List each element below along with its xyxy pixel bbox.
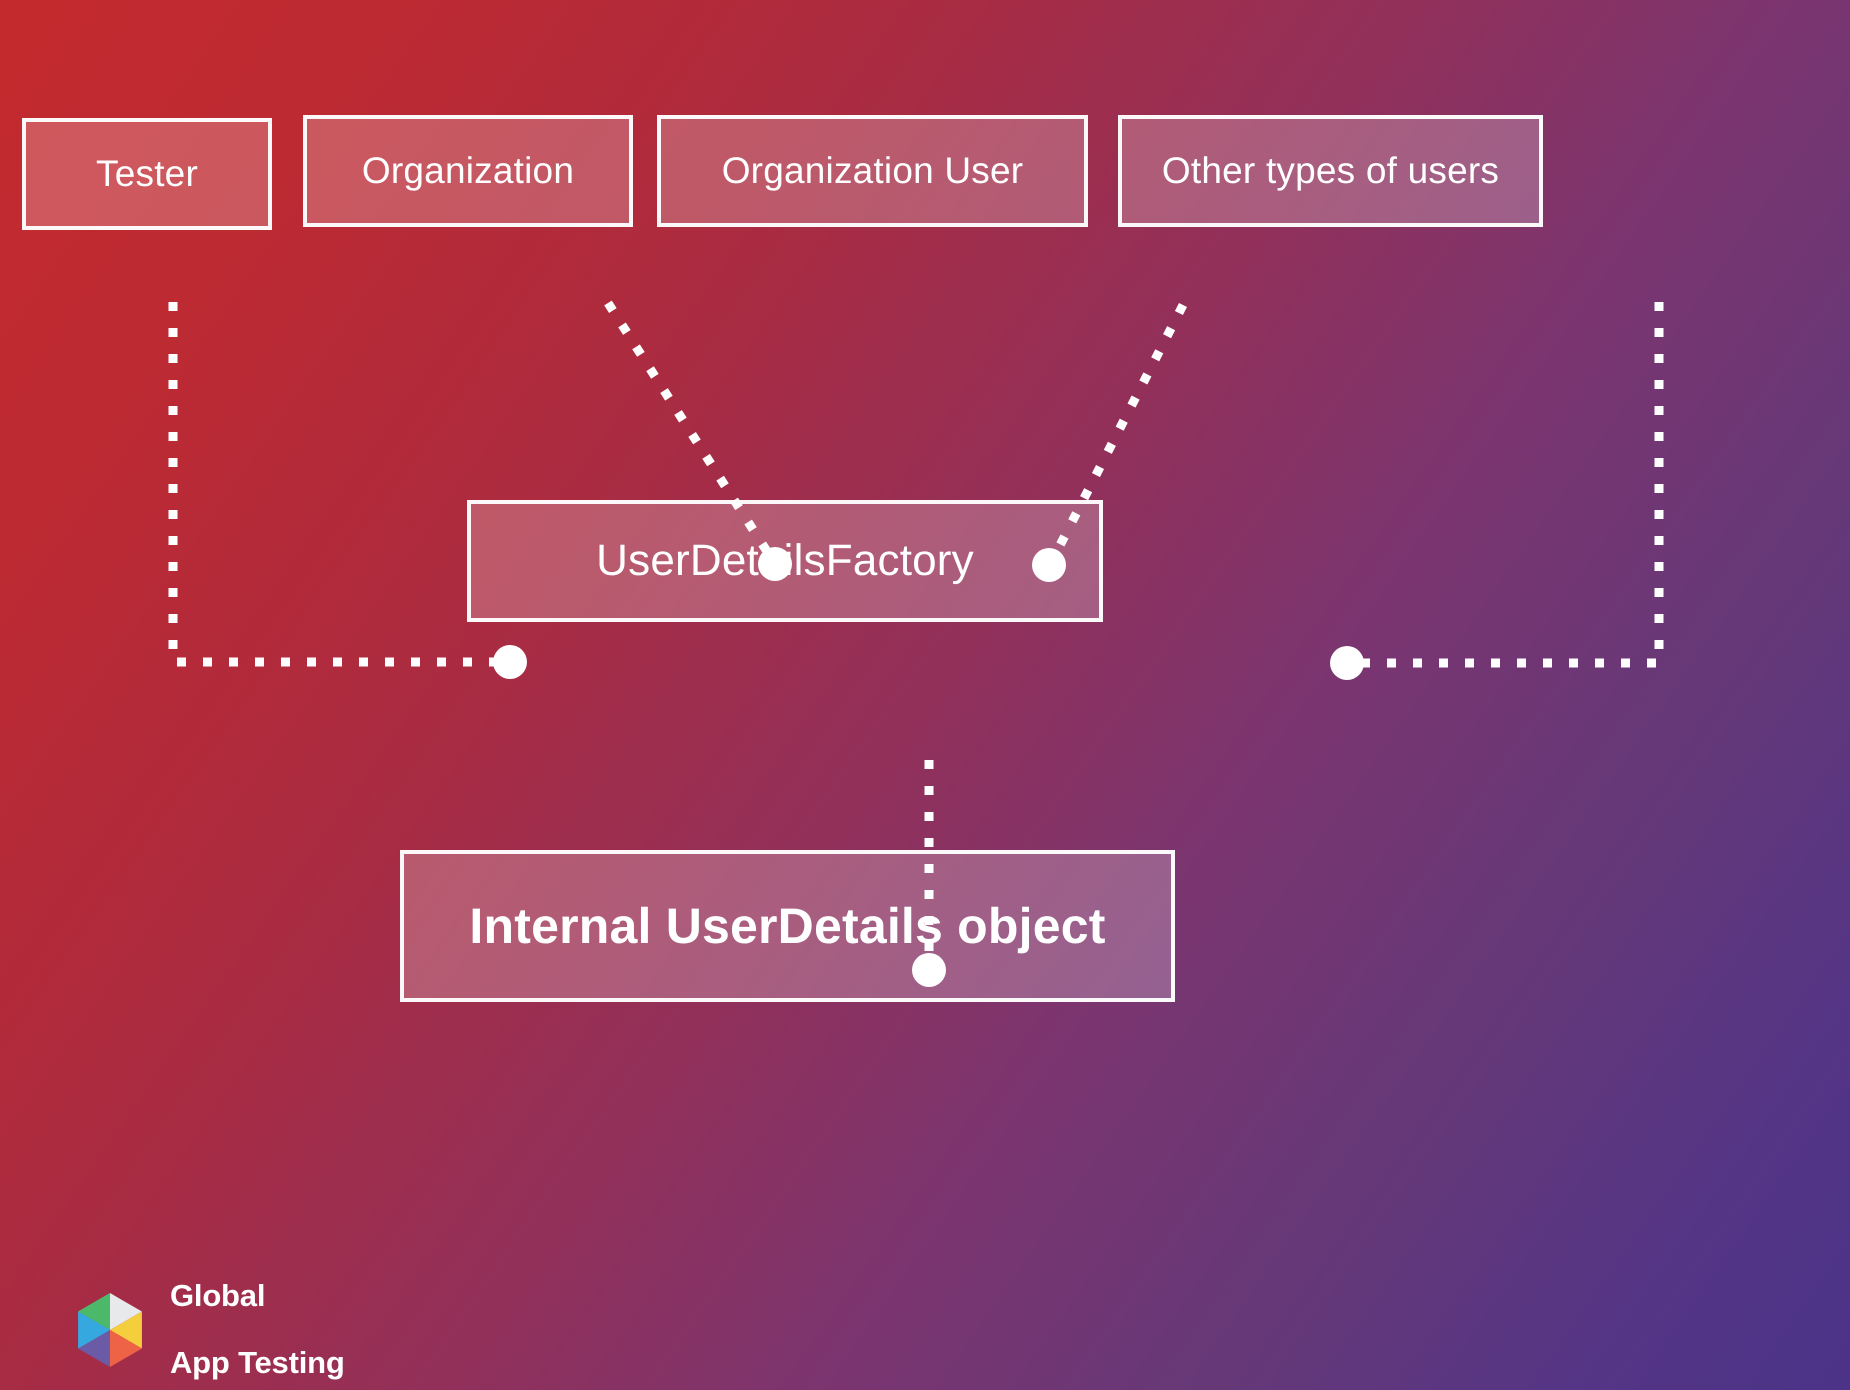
node-other-types-of-users[interactable]: Other types of users [1118,115,1543,227]
node-organization-label: Organization [361,149,575,191]
connector-line [168,302,500,667]
logo-facet-orange [110,1329,142,1367]
node-organization-user[interactable]: Organization User [657,115,1088,227]
logo-line-1: Global [170,1278,266,1314]
node-internal-user-details-object-label: Internal UserDetails object [469,897,1106,954]
node-user-details-factory[interactable]: UserDetailsFactory [467,500,1103,622]
node-tester-label: Tester [96,152,198,194]
node-user-details-factory-label: UserDetailsFactory [596,535,974,585]
global-app-testing-hexagon-icon [78,1292,142,1367]
node-organization[interactable]: Organization [303,115,633,227]
node-tester[interactable]: Tester [22,118,272,230]
logo-facet-purple [78,1329,110,1367]
logo-facet-blue [78,1311,110,1349]
connector-line [1358,302,1664,668]
logo-line-2: App Testing [170,1345,345,1381]
logo-facet-yellow [110,1311,142,1349]
node-organization-user-label: Organization User [721,149,1024,191]
connector-tester-to-factory [168,302,527,679]
node-internal-user-details-object[interactable]: Internal UserDetails object [400,850,1175,1002]
connector-endpoint-dot [493,645,527,679]
global-app-testing-logo: Global App Testing [68,1246,345,1390]
logo-facet-green-b [78,1292,110,1330]
node-other-types-of-users-label: Other types of users [1161,149,1500,191]
connector-other-users-to-factory [1330,302,1664,680]
logo-facet-white [110,1292,142,1330]
global-app-testing-wordmark: Global App Testing [170,1246,345,1390]
connector-endpoint-dot [1330,646,1364,680]
